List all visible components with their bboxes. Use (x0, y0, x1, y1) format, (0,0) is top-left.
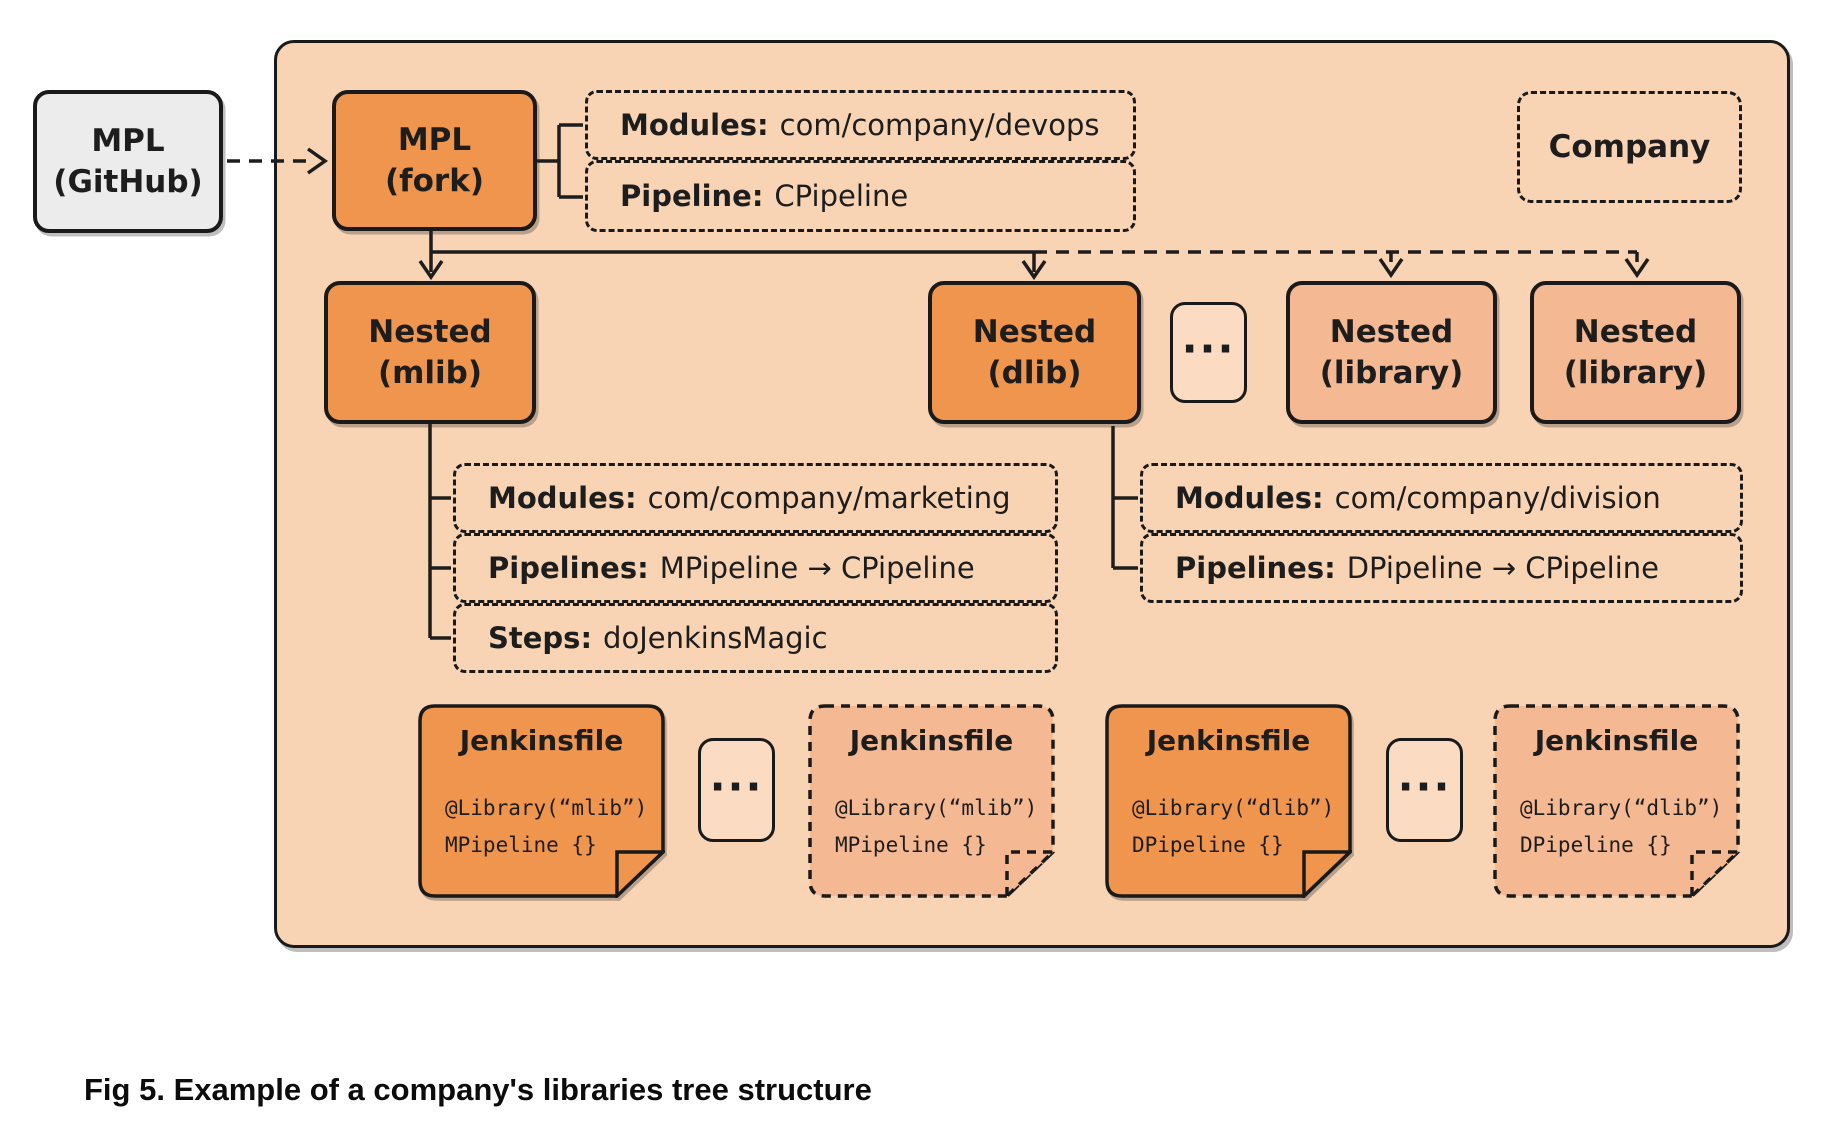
jenkinsfile-page-icon (1493, 704, 1743, 901)
fork-pipeline-box: Pipeline: CPipeline (585, 160, 1136, 232)
mpl-fork-node: MPL (fork) (332, 90, 537, 231)
nested-ellipsis-dots: ... (1181, 313, 1236, 363)
jenkinsfile-ellipsis-box-1: ... (698, 738, 775, 842)
dlib-modules-box: Modules: com/company/division (1140, 463, 1743, 533)
nested-library1-node: Nested (library) (1286, 281, 1497, 424)
jenkinsfile-mlib-virtual: Jenkinsfile @Library(“mlib”) MPipeline {… (808, 704, 1058, 901)
nested-dlib-line2: (dlib) (987, 354, 1082, 391)
dlib-pipelines-box: Pipelines: DPipeline → CPipeline (1140, 533, 1743, 603)
dlib-pipelines-value: DPipeline → CPipeline (1346, 551, 1659, 585)
dlib-pipelines-label: Pipelines: (1175, 551, 1336, 585)
jenkinsfile-page-shape (1105, 704, 1352, 898)
jenkinsfile-fold-corner-icon (1302, 850, 1355, 901)
nested-library1-line1: Nested (1329, 313, 1454, 350)
nested-ellipsis-box: ... (1170, 302, 1247, 403)
jenkinsfile-dlib-real: Jenkinsfile @Library(“dlib”) DPipeline {… (1105, 704, 1355, 901)
jenkinsfile-page-shape (1493, 704, 1740, 898)
nested-dlib-line1: Nested (972, 313, 1097, 350)
nested-dlib-node: Nested (dlib) (928, 281, 1141, 424)
nested-library2-line1: Nested (1573, 313, 1698, 350)
fork-modules-value: com/company/devops (779, 108, 1100, 142)
mlib-steps-label: Steps: (488, 621, 593, 655)
mpl-fork-line1: MPL (397, 121, 472, 158)
jenkinsfile-page-shape (808, 704, 1055, 898)
mpl-github-node: MPL (GitHub) (33, 90, 223, 233)
jenkinsfile-mlib-real: Jenkinsfile @Library(“mlib”) MPipeline {… (418, 704, 668, 901)
nested-mlib-node: Nested (mlib) (324, 281, 536, 424)
figure-caption: Fig 5. Example of a company's libraries … (84, 1072, 872, 1107)
nested-mlib-line2: (mlib) (377, 354, 483, 391)
dlib-modules-label: Modules: (1175, 481, 1324, 515)
mlib-steps-value: doJenkinsMagic (603, 621, 828, 655)
mlib-pipelines-label: Pipelines: (488, 551, 649, 585)
jenkinsfile-fold-corner-icon (1005, 850, 1058, 901)
jenkinsfile-ellipsis-dots-1: ... (709, 750, 764, 800)
nested-library1-line2: (library) (1319, 354, 1464, 391)
mpl-github-line1: MPL (91, 122, 165, 159)
fork-modules-box: Modules: com/company/devops (585, 90, 1136, 160)
fork-pipeline-label: Pipeline: (620, 179, 764, 213)
mlib-steps-box: Steps: doJenkinsMagic (453, 603, 1058, 673)
mpl-fork-line2: (fork) (384, 162, 485, 199)
company-node: Company (1517, 91, 1742, 203)
mlib-modules-label: Modules: (488, 481, 637, 515)
mpl-github-line2: (GitHub) (53, 163, 203, 200)
jenkinsfile-page-icon (418, 704, 668, 901)
jenkinsfile-dlib-virtual: Jenkinsfile @Library(“dlib”) DPipeline {… (1493, 704, 1743, 901)
jenkinsfile-fold-corner-icon (1690, 850, 1743, 901)
company-label: Company (1548, 129, 1711, 165)
nested-library2-node: Nested (library) (1530, 281, 1741, 424)
fork-modules-label: Modules: (620, 108, 769, 142)
jenkinsfile-ellipsis-box-2: ... (1386, 738, 1463, 842)
nested-library2-line2: (library) (1563, 354, 1708, 391)
mlib-pipelines-value: MPipeline → CPipeline (659, 551, 975, 585)
mlib-modules-box: Modules: com/company/marketing (453, 463, 1058, 533)
jenkinsfile-page-shape (418, 704, 665, 898)
fork-pipeline-value: CPipeline (774, 179, 909, 213)
jenkinsfile-page-icon (1105, 704, 1355, 901)
dlib-modules-value: com/company/division (1334, 481, 1661, 515)
nested-mlib-line1: Nested (368, 313, 492, 350)
jenkinsfile-ellipsis-dots-2: ... (1397, 750, 1452, 800)
mlib-pipelines-box: Pipelines: MPipeline → CPipeline (453, 533, 1058, 603)
jenkinsfile-fold-corner-icon (615, 850, 668, 901)
mlib-modules-value: com/company/marketing (647, 481, 1011, 515)
jenkinsfile-page-icon (808, 704, 1058, 901)
